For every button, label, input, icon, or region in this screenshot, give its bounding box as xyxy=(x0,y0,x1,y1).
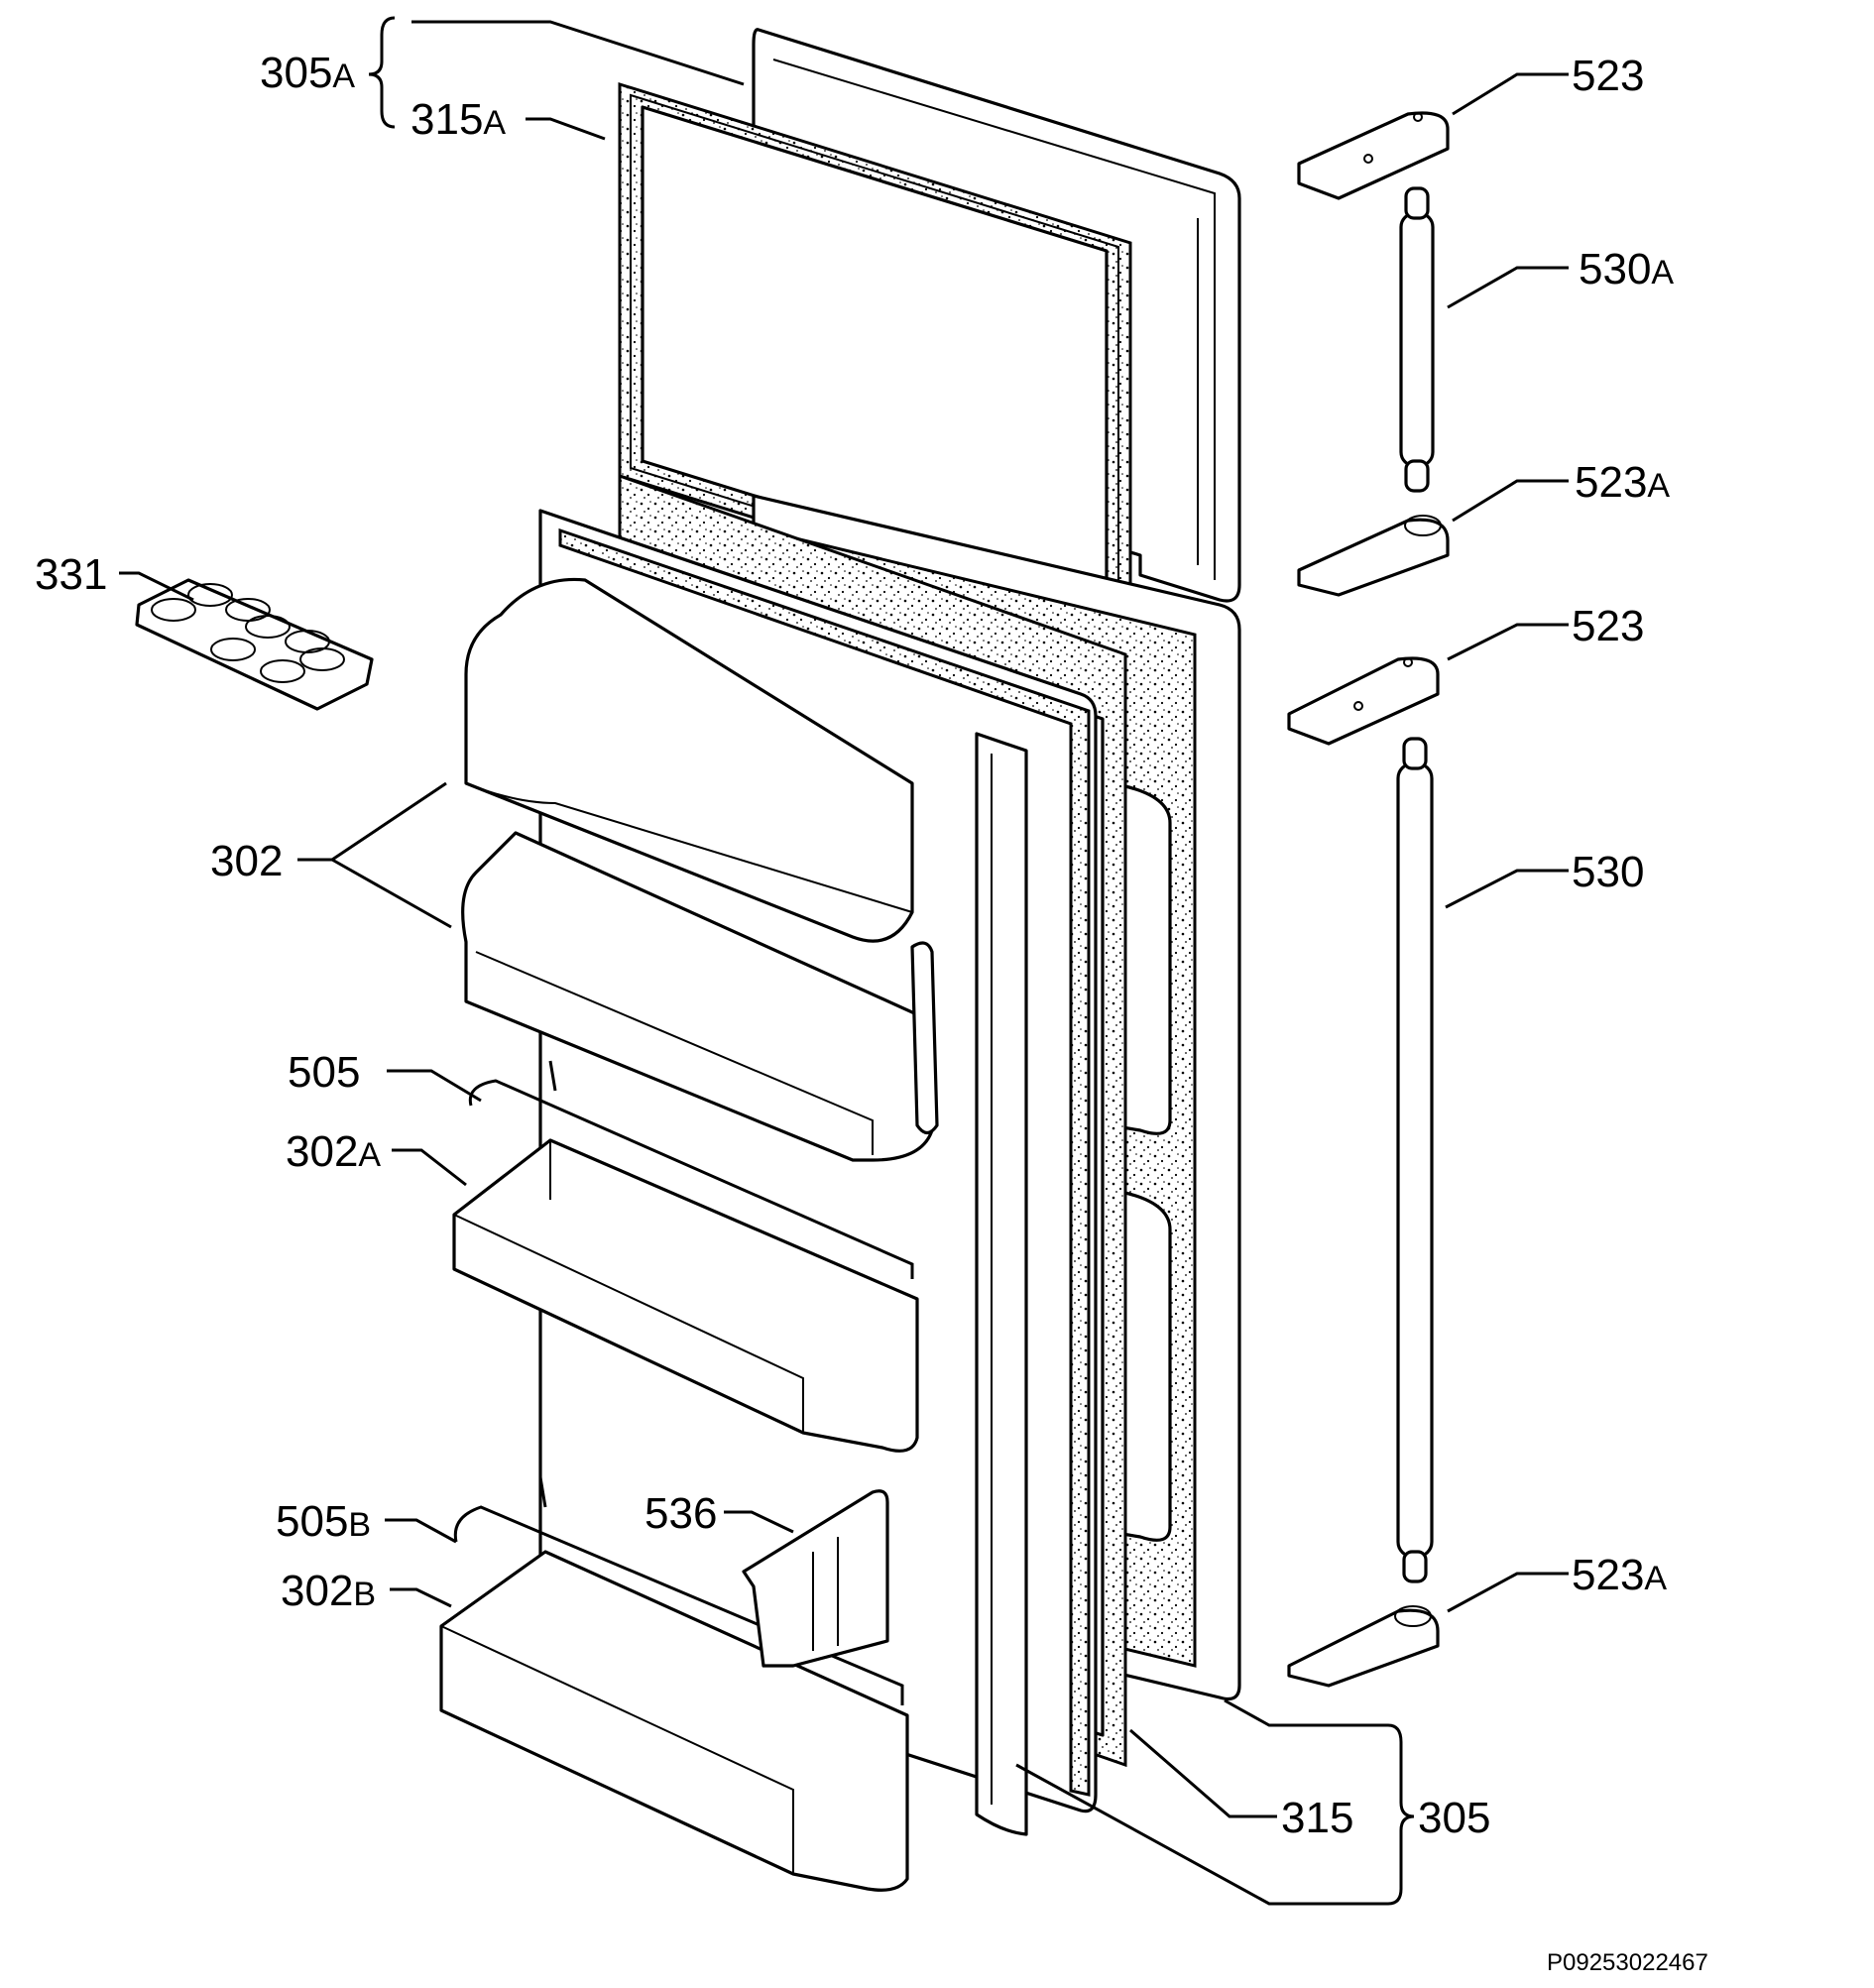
brace-305 xyxy=(1387,1723,1415,1906)
callout-523-top: 523 xyxy=(1572,52,1644,100)
callout-302a: 302A xyxy=(286,1127,381,1176)
hinge-pin-530a-part xyxy=(1399,186,1435,493)
hinge-523-mid-part xyxy=(1287,656,1440,746)
hinge-523a-upper-part xyxy=(1297,515,1450,597)
callout-523a-lower: 523A xyxy=(1572,1551,1667,1599)
callout-536: 536 xyxy=(644,1489,717,1538)
door-shelf-302-part xyxy=(461,577,939,1162)
door-bin-302a-part xyxy=(452,1138,919,1453)
callout-505: 505 xyxy=(288,1048,360,1097)
leader-lines xyxy=(119,20,1569,1906)
door-bin-302b-part xyxy=(439,1550,909,1892)
hinge-pin-530-part xyxy=(1396,737,1434,1583)
bottle-divider-536-part xyxy=(742,1489,889,1668)
freezer-door-gasket xyxy=(618,81,1132,638)
egg-tray-331-part xyxy=(135,578,374,711)
callout-523-mid: 523 xyxy=(1572,602,1644,650)
callout-305a: 305A xyxy=(260,49,355,97)
brace-305a xyxy=(368,16,396,129)
hinge-523-top-part xyxy=(1297,111,1450,200)
callout-530a: 530A xyxy=(1579,245,1674,293)
bottle-rail-505-part xyxy=(468,1060,914,1279)
callout-302: 302 xyxy=(210,837,283,885)
callout-523a-upper: 523A xyxy=(1575,458,1670,507)
callout-530: 530 xyxy=(1572,848,1644,896)
callout-331: 331 xyxy=(35,550,107,599)
bottle-rail-505b-part xyxy=(453,1476,904,1705)
callout-302b: 302B xyxy=(281,1567,376,1615)
callout-315a: 315A xyxy=(410,95,506,144)
callout-505b: 505B xyxy=(276,1497,371,1546)
hinge-523a-lower-part xyxy=(1287,1605,1440,1688)
callout-315: 315 xyxy=(1281,1794,1353,1842)
callout-305: 305 xyxy=(1418,1794,1490,1842)
reference-code: P09253022467 xyxy=(1547,1949,1708,1976)
